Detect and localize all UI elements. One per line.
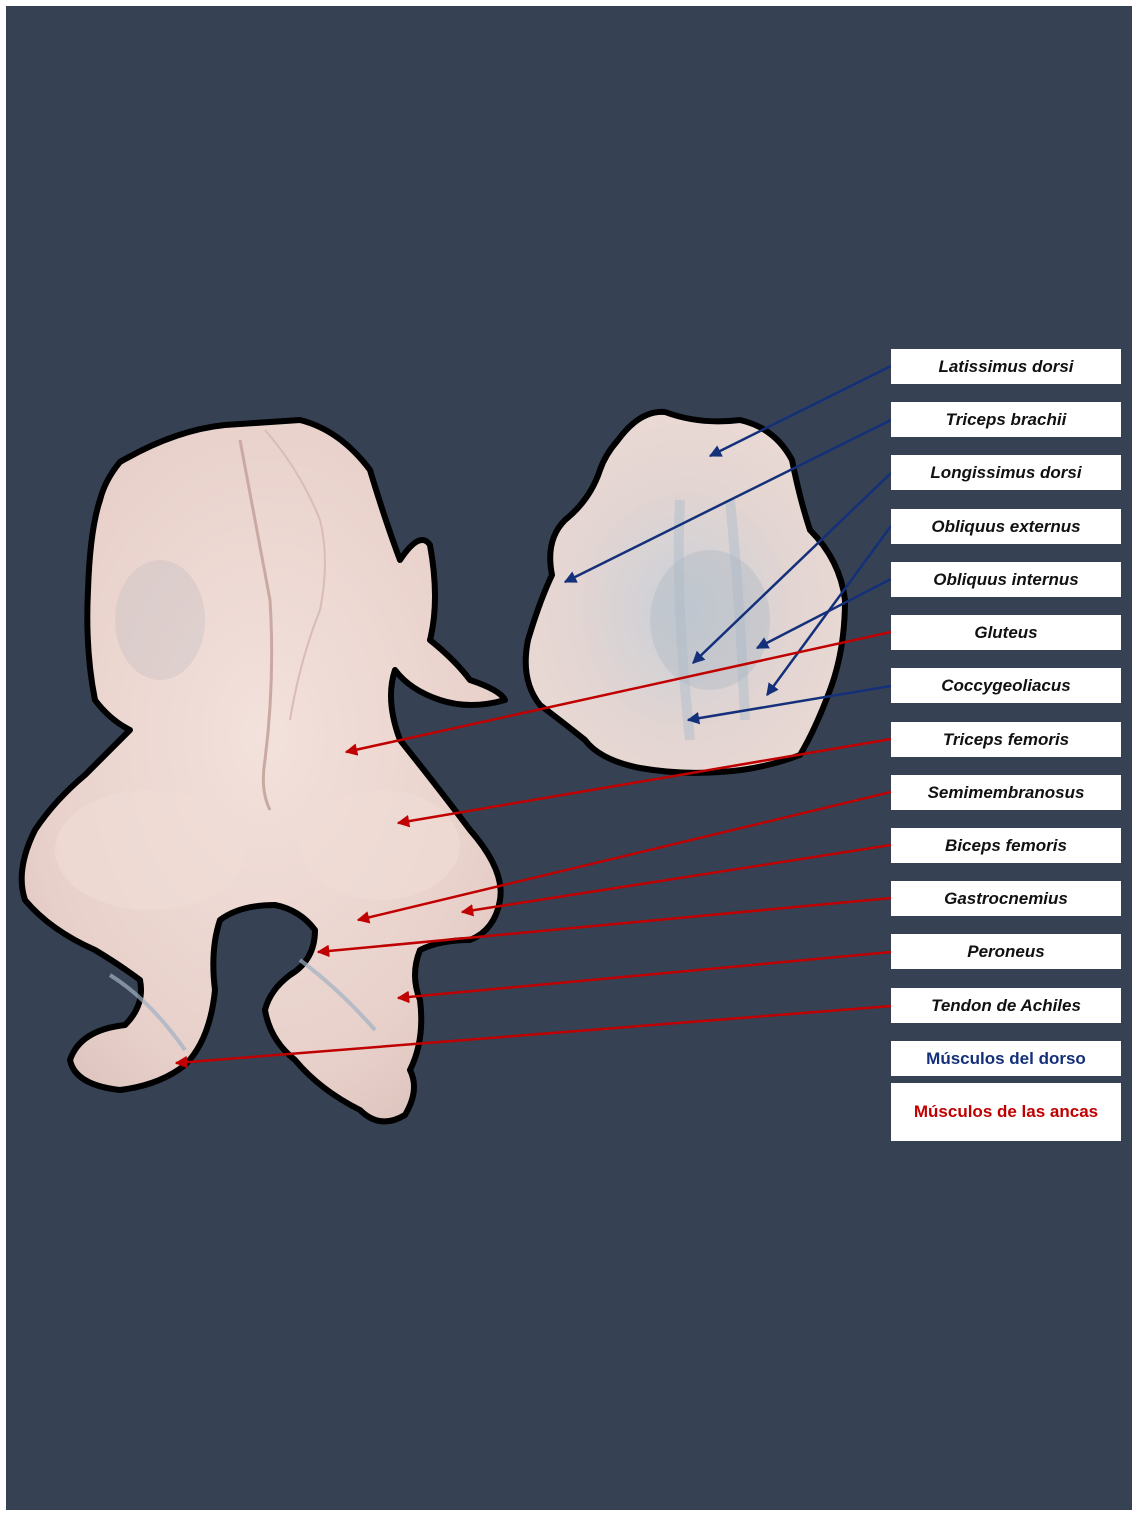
label-peroneus: Peroneus xyxy=(891,934,1121,969)
label-triceps-brachii: Triceps brachii xyxy=(891,402,1121,437)
frog-ventral-specimen xyxy=(22,420,505,1121)
label-latissimus-dorsi: Latissimus dorsi xyxy=(891,349,1121,384)
label-gluteus: Gluteus xyxy=(891,615,1121,650)
label-semimembranosus: Semimembranosus xyxy=(891,775,1121,810)
label-coccygeoliacus: Coccygeoliacus xyxy=(891,668,1121,703)
label-triceps-femoris: Triceps femoris xyxy=(891,722,1121,757)
label-gastrocnemius: Gastrocnemius xyxy=(891,881,1121,916)
label-biceps-femoris: Biceps femoris xyxy=(891,828,1121,863)
pointer-latissimus-dorsi xyxy=(710,366,891,456)
label-tendon-achiles: Tendon de Achiles xyxy=(891,988,1121,1023)
label-obliquus-internus: Obliquus internus xyxy=(891,562,1121,597)
label-longissimus-dorsi: Longissimus dorsi xyxy=(891,455,1121,490)
legend-hindleg-muscles: Músculos de las ancas xyxy=(891,1083,1121,1141)
pointer-peroneus xyxy=(398,952,891,998)
label-obliquus-externus: Obliquus externus xyxy=(891,509,1121,544)
legend-dorsal-muscles: Músculos del dorso xyxy=(891,1041,1121,1076)
